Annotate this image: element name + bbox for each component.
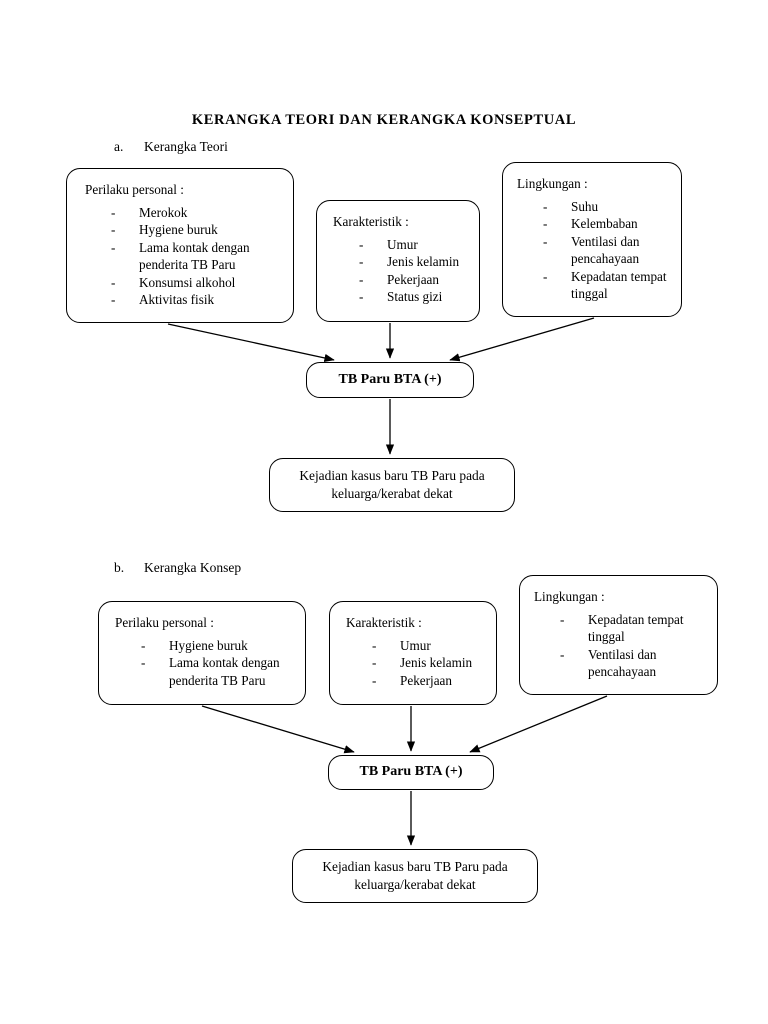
list-item: - Merokok [111, 204, 283, 221]
node-heading: Lingkungan : [517, 176, 588, 191]
section-b-marker: b. [114, 560, 125, 575]
list-item: - Pekerjaan [359, 271, 471, 288]
node-label: TB Paru BTA (+) [359, 764, 463, 780]
node-label: TB Paru BTA (+) [338, 371, 442, 387]
dash-marker: - [560, 646, 565, 662]
page-title: KERANGKA TEORI DAN KERANGKA KONSEPTUAL [191, 112, 577, 128]
list-item-label: Jenis kelamin [400, 655, 473, 671]
list-item-label: Umur [387, 237, 418, 252]
list-item: - Lama kontak dengan penderita TB Paru [141, 654, 297, 689]
node-b-tb-paru-bta: TB Paru BTA (+) [328, 755, 494, 790]
node-a-karakteristik: Karakteristik : - Umur - Jenis kelamin - Pe… [316, 200, 480, 322]
dash-marker: - [111, 274, 116, 290]
node-b-karakteristik: Karakteristik : - Umur - Jenis kelamin - Pe… [329, 601, 497, 705]
section-a-marker: a. [114, 139, 124, 154]
list-item-label: Kepadatan tempat tinggal [571, 268, 667, 302]
node-heading: Karakteristik : [346, 615, 422, 630]
node-b-perilaku-personal: Perilaku personal : - Hygiene buruk - Lama… [98, 601, 306, 705]
list-item: - Kelembaban [543, 215, 673, 232]
list-item: - Jenis kelamin [359, 253, 471, 270]
node-item-list: - Umur - Jenis kelamin - Pekerjaan [346, 637, 488, 689]
list-item-label: Pekerjaan [387, 271, 439, 287]
node-a-outcome: Kejadian kasus baru TB Paru pada keluarg… [269, 458, 515, 512]
arrow-b-lingkungan-to-tb [469, 695, 608, 753]
node-item-list: - Kepadatan tempat tinggal - Ventilasi dan… [534, 611, 709, 681]
node-a-lingkungan: Lingkungan : - Suhu - Kelembaban - Ventilas… [502, 162, 682, 317]
section-a-label: a. Kerangka Teori [114, 139, 228, 155]
node-label: Kejadian kasus baru TB Paru pada keluarg… [299, 468, 485, 501]
section-a-title: Kerangka Teori [144, 139, 228, 154]
node-item-list: - Umur - Jenis kelamin - Pekerjaan - Status … [333, 236, 471, 306]
dash-marker: - [543, 233, 548, 249]
list-item-label: Kepadatan tempat tinggal [588, 612, 684, 645]
node-b-outcome: Kejadian kasus baru TB Paru pada keluarg… [292, 849, 538, 903]
node-item-list: - Hygiene buruk - Lama kontak dengan pende… [115, 637, 297, 689]
list-item: - Konsumsi alkohol [111, 274, 283, 291]
list-item: - Status gizi [359, 288, 471, 305]
dash-marker: - [359, 271, 364, 287]
dash-marker: - [543, 268, 548, 284]
node-a-tb-paru-bta: TB Paru BTA (+) [306, 362, 474, 398]
list-item: - Ventilasi dan pencahayaan [560, 646, 709, 681]
list-item-label: Hygiene buruk [139, 222, 218, 238]
dash-marker: - [141, 655, 146, 671]
list-item-label: Hygiene buruk [169, 638, 248, 653]
dash-marker: - [111, 205, 116, 220]
list-item: - Lama kontak dengan penderita TB Paru [111, 239, 283, 274]
list-item-label: Suhu [571, 199, 599, 214]
list-item: - Umur [372, 637, 488, 654]
list-item-label: Pekerjaan [400, 672, 452, 688]
list-item-label: Merokok [139, 205, 188, 220]
node-item-list: - Suhu - Kelembaban - Ventilasi dan pencaha… [517, 198, 673, 303]
node-b-lingkungan: Lingkungan : - Kepadatan tempat tinggal -… [519, 575, 718, 695]
list-item: - Kepadatan tempat tinggal [543, 268, 673, 303]
dash-marker: - [372, 672, 377, 688]
node-heading: Perilaku personal : [85, 182, 184, 197]
list-item: - Jenis kelamin [372, 654, 488, 671]
node-item-list: - Merokok - Hygiene buruk - Lama kontak den… [85, 204, 283, 309]
node-label: Kejadian kasus baru TB Paru pada keluarg… [322, 859, 508, 892]
dash-marker: - [372, 638, 377, 653]
list-item-label: Jenis kelamin [387, 254, 460, 270]
list-item-label: Lama kontak dengan penderita TB Paru [139, 239, 250, 273]
list-item: - Suhu [543, 198, 673, 215]
dash-marker: - [560, 612, 565, 627]
arrow-a-perilaku-to-tb [167, 323, 335, 363]
list-item: - Hygiene buruk [141, 637, 297, 654]
node-a-perilaku-personal: Perilaku personal : - Merokok - Hygiene bu… [66, 168, 294, 323]
list-item: - Pekerjaan [372, 672, 488, 689]
list-item-label: Konsumsi alkohol [139, 274, 236, 290]
list-item: - Ventilasi dan pencahayaan [543, 233, 673, 268]
list-item-label: Ventilasi dan pencahayaan [588, 646, 657, 680]
list-item-label: Umur [400, 638, 431, 653]
dash-marker: - [111, 292, 116, 308]
list-item: - Umur [359, 236, 471, 253]
arrow-b-perilaku-to-tb [201, 705, 355, 754]
dash-marker: - [141, 638, 146, 653]
section-b-label: b. Kerangka Konsep [114, 560, 241, 576]
node-heading: Lingkungan : [534, 589, 605, 604]
arrow-a-lingkungan-to-tb [449, 317, 595, 362]
dash-marker: - [359, 289, 364, 305]
dash-marker: - [111, 222, 116, 238]
list-item: - Hygiene buruk [111, 221, 283, 238]
section-b-title: Kerangka Konsep [144, 560, 242, 575]
list-item: - Aktivitas fisik [111, 291, 283, 308]
dash-marker: - [372, 655, 377, 671]
dash-marker: - [359, 254, 364, 270]
dash-marker: - [359, 237, 364, 252]
list-item-label: Ventilasi dan pencahayaan [571, 233, 640, 267]
dash-marker: - [543, 216, 548, 232]
node-heading: Karakteristik : [333, 214, 409, 229]
dash-marker: - [543, 199, 548, 214]
list-item-label: Aktivitas fisik [139, 292, 215, 308]
list-item-label: Status gizi [387, 289, 443, 305]
dash-marker: - [111, 239, 116, 255]
list-item-label: Kelembaban [571, 216, 638, 232]
list-item: - Kepadatan tempat tinggal [560, 611, 709, 646]
list-item-label: Lama kontak dengan penderita TB Paru [169, 655, 280, 688]
node-heading: Perilaku personal : [115, 615, 214, 630]
